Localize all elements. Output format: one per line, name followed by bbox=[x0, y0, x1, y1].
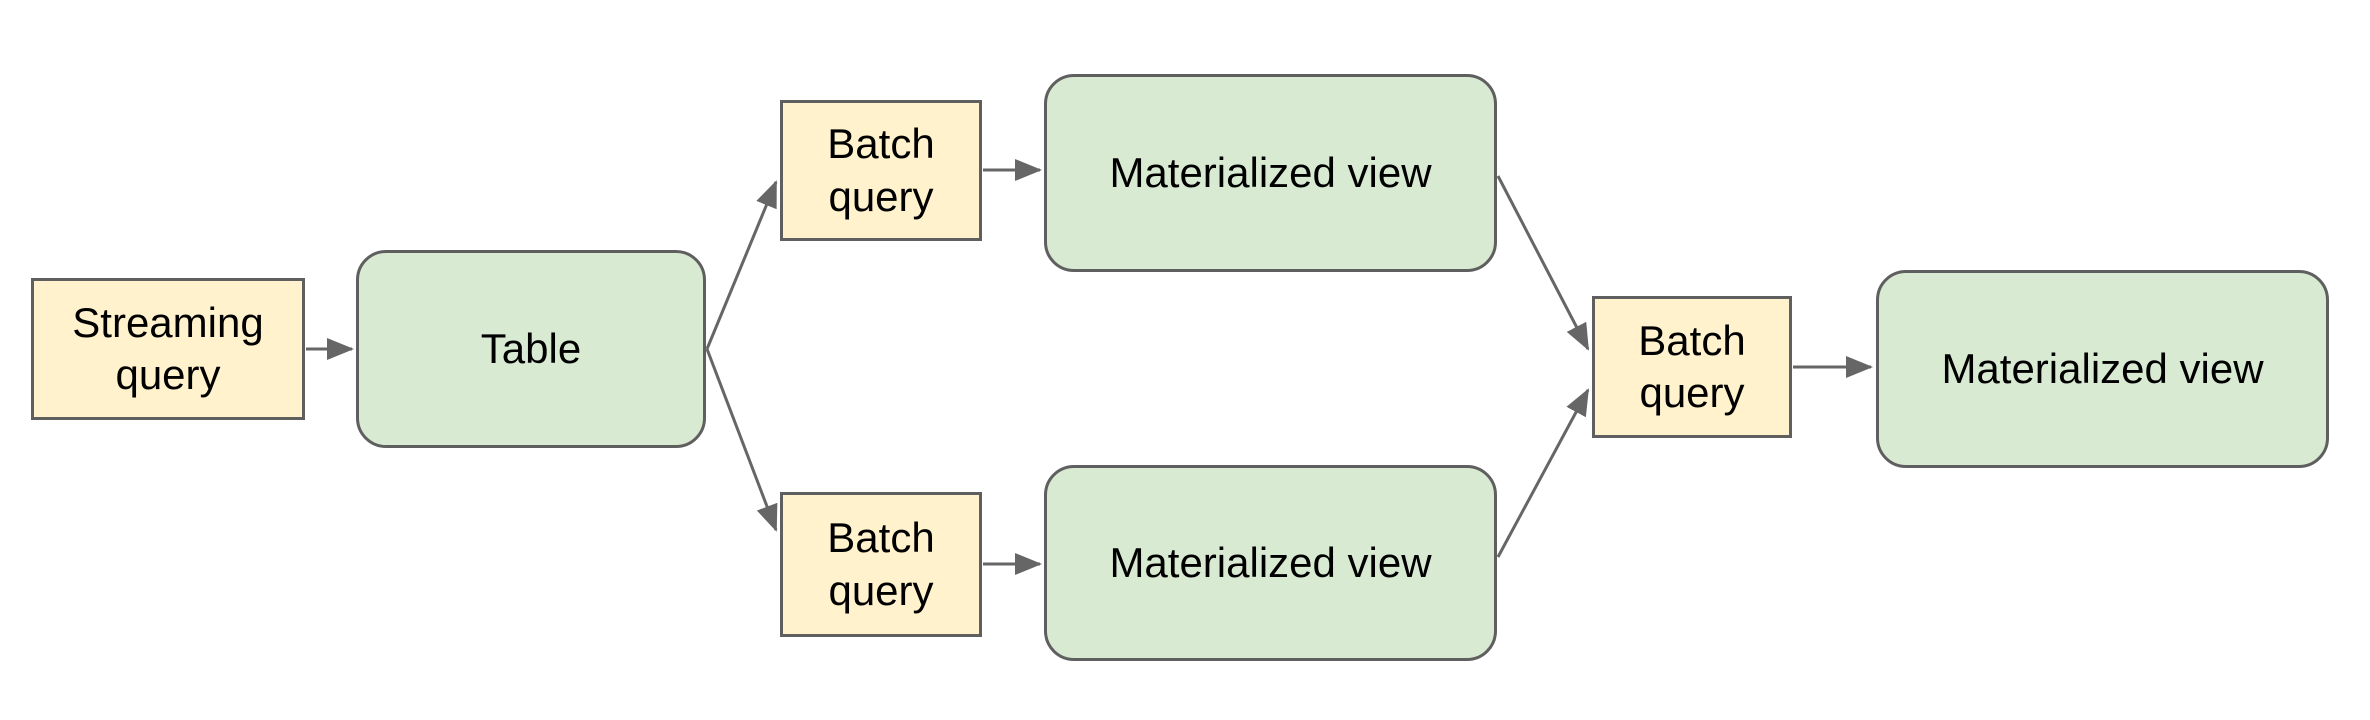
batch-query-bottom-label: Batch query bbox=[827, 514, 935, 614]
table-node: Table bbox=[356, 250, 706, 448]
streaming-query-node: Streaming query bbox=[31, 278, 305, 420]
edge-table-to-batch-query-top bbox=[705, 180, 778, 350]
streaming-query-label: Streaming query bbox=[72, 298, 264, 399]
batch-query-bottom-node: Batch query bbox=[780, 492, 982, 637]
batch-query-right-label: Batch query bbox=[1638, 316, 1746, 417]
materialized-view-bottom-node: Materialized view bbox=[1044, 465, 1497, 661]
batch-query-top-label: Batch query bbox=[827, 120, 935, 220]
batch-query-right-node: Batch query bbox=[1592, 296, 1792, 438]
materialized-view-bottom-label: Materialized view bbox=[1109, 538, 1432, 586]
materialized-view-right-label: Materialized view bbox=[1941, 344, 2264, 392]
edge-materialized-view-bottom-to-batch-query-right bbox=[1496, 388, 1590, 558]
materialized-view-top-node: Materialized view bbox=[1044, 74, 1497, 272]
table-label: Table bbox=[480, 324, 582, 372]
edge-materialized-view-top-to-batch-query-right bbox=[1496, 175, 1590, 351]
batch-query-top-node: Batch query bbox=[780, 100, 982, 241]
materialized-view-top-label: Materialized view bbox=[1109, 148, 1432, 196]
materialized-view-right-node: Materialized view bbox=[1876, 270, 2329, 468]
edge-table-to-batch-query-bottom bbox=[705, 348, 778, 532]
